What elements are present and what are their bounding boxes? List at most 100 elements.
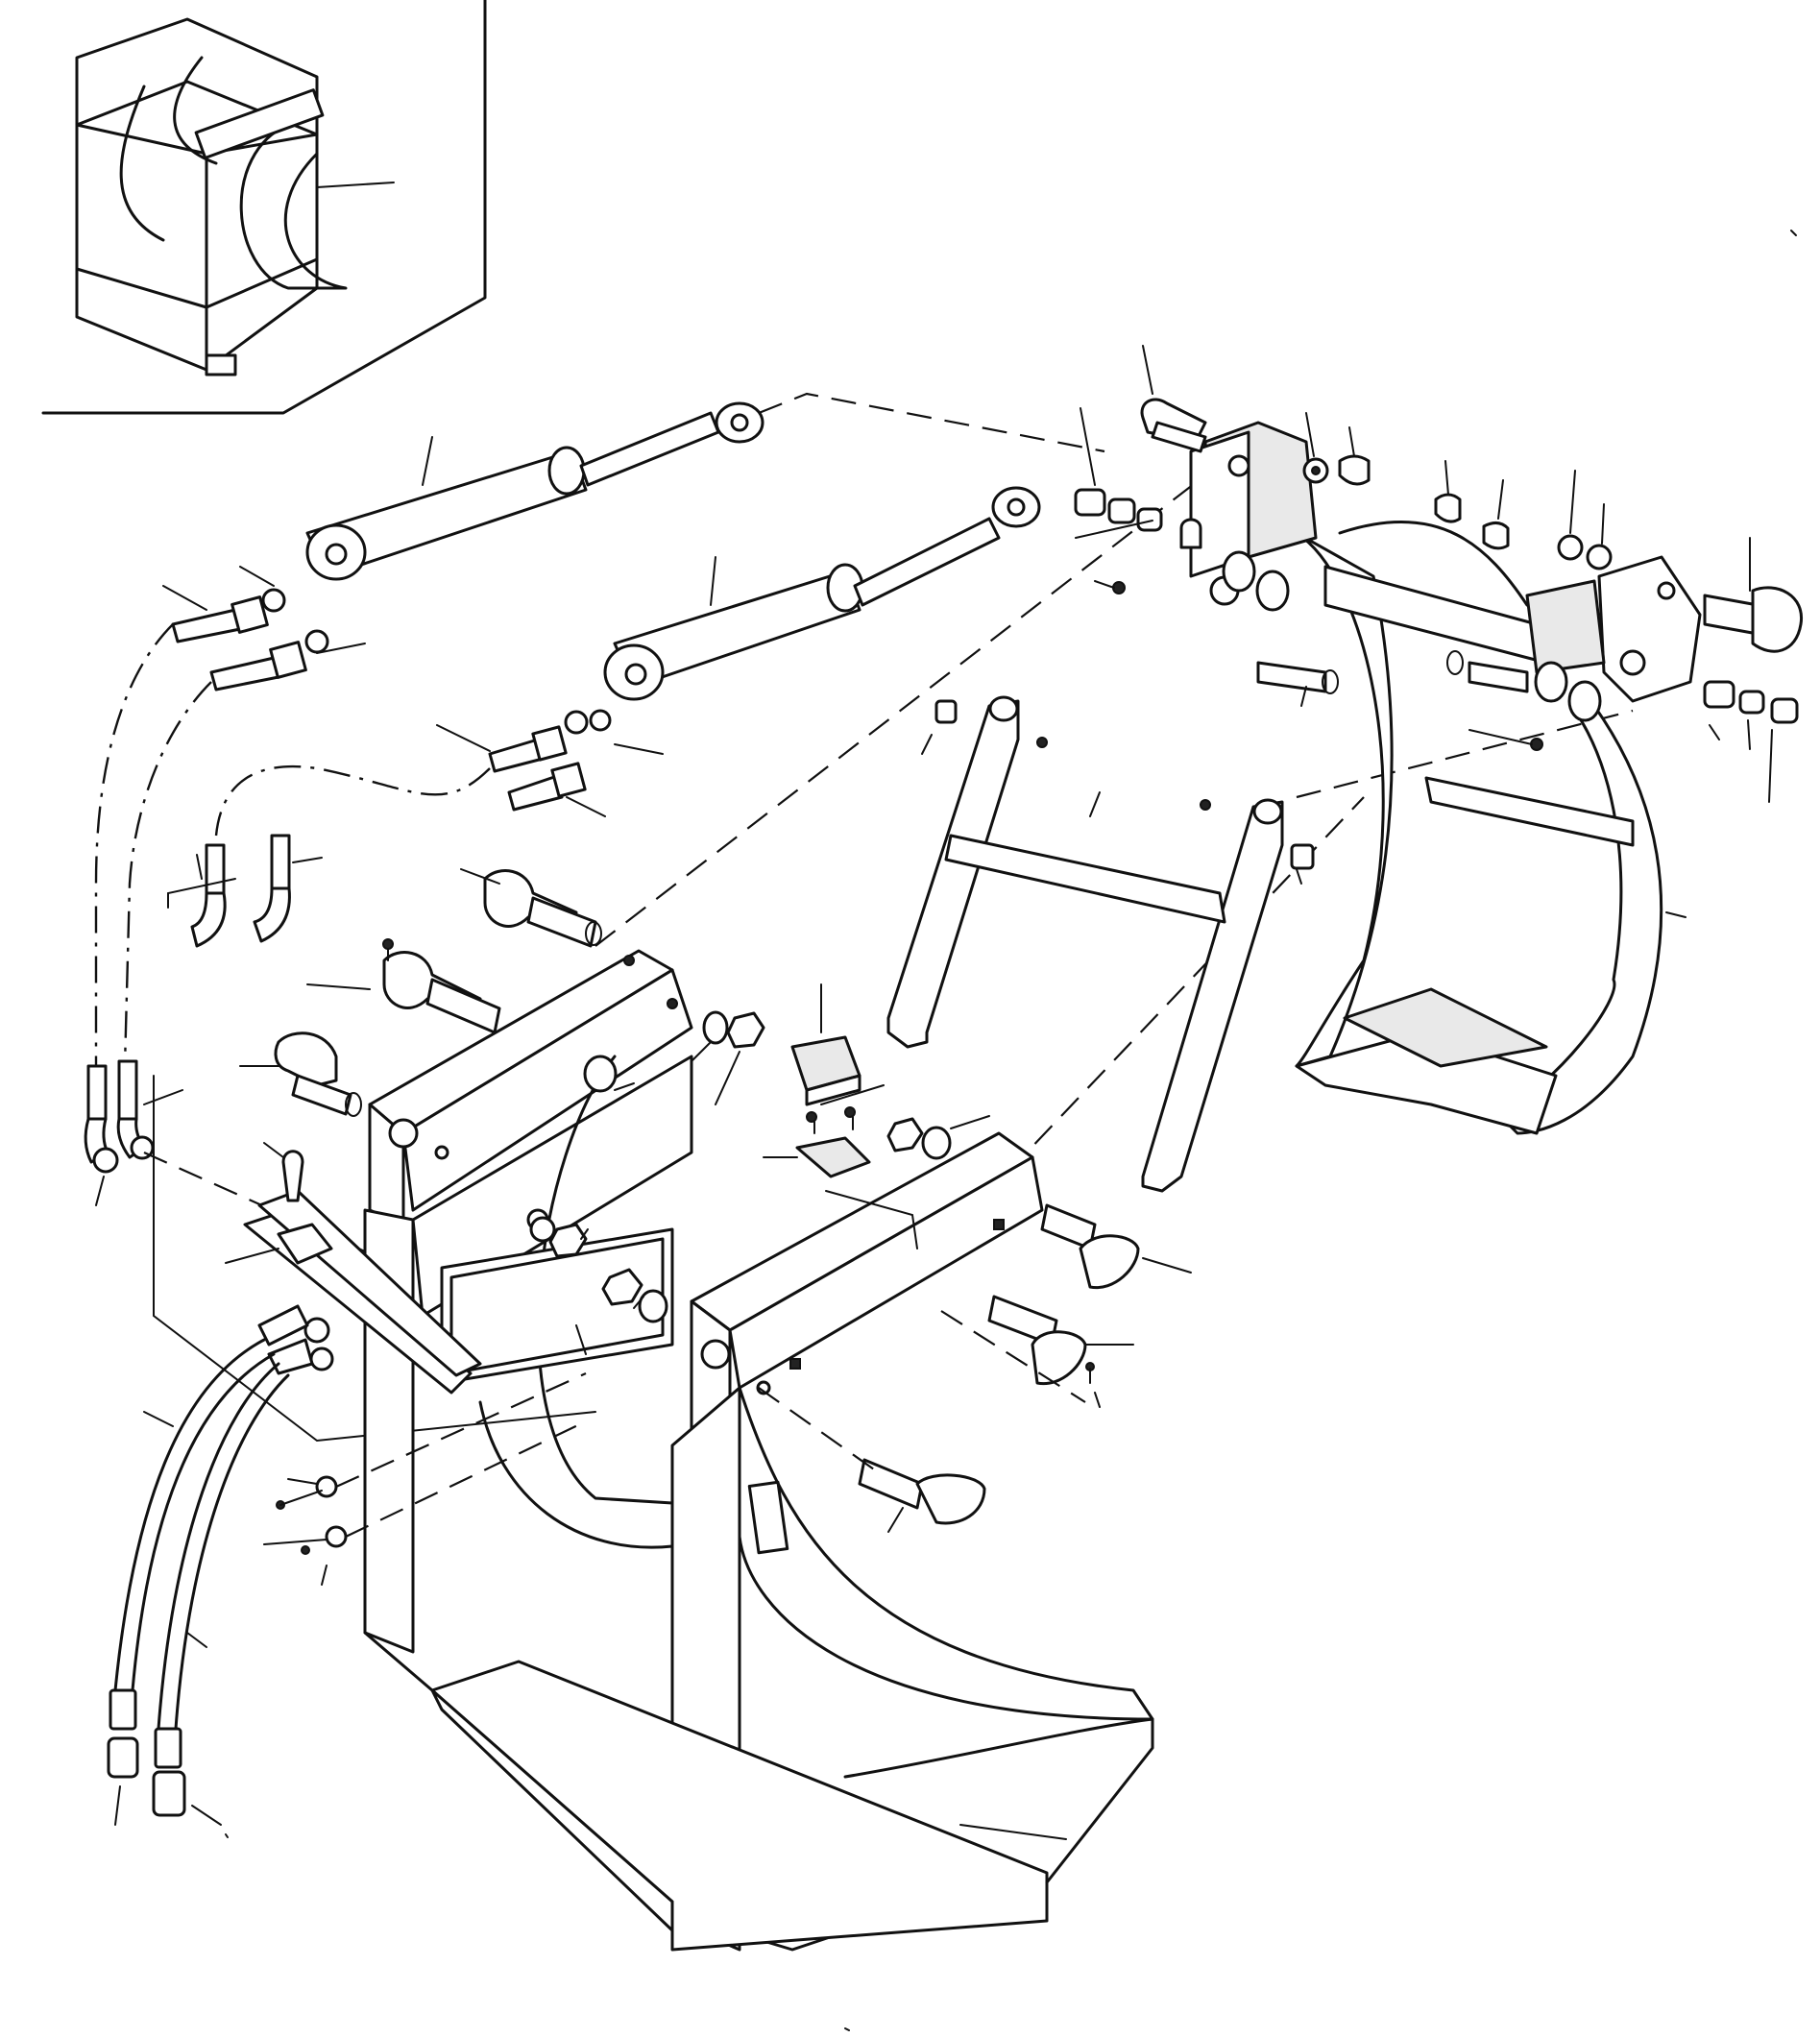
bushing xyxy=(1290,843,1315,870)
leader xyxy=(575,1324,587,1355)
frame-pin-shaft xyxy=(291,1074,352,1116)
plug xyxy=(325,1525,348,1548)
bushing xyxy=(1074,488,1106,517)
inset-leader xyxy=(316,182,395,188)
leader xyxy=(921,734,933,755)
frame-bushing xyxy=(583,1055,618,1093)
washer xyxy=(1586,544,1613,570)
hydraulic-cylinder-lower xyxy=(603,486,1041,701)
bottom-tine-edge xyxy=(430,1688,674,1932)
h-frame-crossbar xyxy=(944,834,1226,924)
plate-hole xyxy=(1657,581,1676,600)
leader xyxy=(580,1228,589,1240)
pivot-pin-head xyxy=(1751,586,1803,653)
clamp-bolt xyxy=(281,1150,304,1202)
hose-right-inner xyxy=(174,1373,290,1731)
bushing xyxy=(1136,507,1163,532)
pivot-eye xyxy=(1255,570,1290,612)
main-frame xyxy=(363,949,1154,1952)
leader xyxy=(1601,503,1605,545)
leader xyxy=(1142,345,1153,395)
leader xyxy=(1142,1257,1192,1274)
leader xyxy=(1747,719,1751,750)
fitting-washer xyxy=(589,709,612,732)
pivot-eye xyxy=(1534,661,1568,703)
screw-head xyxy=(806,1111,817,1123)
hose-bracket-outline xyxy=(153,1075,596,1443)
inset-bottom xyxy=(75,257,319,309)
bushing xyxy=(934,699,958,724)
leader xyxy=(279,1490,323,1506)
pin-end xyxy=(1322,669,1339,694)
grease-nipple xyxy=(1036,737,1048,748)
slot-window xyxy=(747,1480,789,1555)
fitting-nut xyxy=(531,725,568,762)
hose-end-fitting xyxy=(109,1688,137,1731)
leader xyxy=(321,1565,328,1586)
elbow-fittings xyxy=(84,834,323,1206)
guide-line xyxy=(335,1371,587,1489)
leader xyxy=(614,743,664,755)
leader xyxy=(1305,412,1315,457)
leader xyxy=(614,1082,635,1091)
leader xyxy=(114,1785,121,1826)
rod-eye-hole xyxy=(730,413,749,432)
inset-clamp-arm xyxy=(239,123,348,290)
bushing xyxy=(1770,697,1799,724)
inset-arm-left xyxy=(119,85,165,242)
plate-hole xyxy=(1227,454,1250,477)
bushing-flange xyxy=(1179,518,1202,549)
slide-plate xyxy=(795,1136,871,1178)
arm-inner-contour xyxy=(1295,531,1394,1068)
h-frame-bore xyxy=(988,695,1019,722)
cylinder-fittings xyxy=(162,566,664,817)
leader xyxy=(1569,470,1576,534)
hose-left-inner xyxy=(131,1352,276,1692)
leader xyxy=(1094,580,1115,589)
hose-route-mid xyxy=(123,681,212,1067)
hex-nut xyxy=(886,1117,924,1152)
leader xyxy=(196,854,203,880)
inset-frame xyxy=(75,17,319,372)
pivot-pin-shaft xyxy=(1703,594,1759,636)
fixed-arm-curve xyxy=(738,1386,1154,1721)
bolt-hole xyxy=(756,1380,771,1395)
leader xyxy=(1665,911,1687,918)
hex-nut xyxy=(726,1011,765,1049)
leader xyxy=(1444,460,1449,496)
washer xyxy=(921,1126,952,1160)
base-join xyxy=(363,1631,434,1692)
plate-hole xyxy=(1619,649,1646,676)
elbow-tube xyxy=(86,1064,108,1121)
leader xyxy=(143,1411,174,1427)
guide-line xyxy=(940,1310,1086,1403)
tine-lip xyxy=(843,1717,1154,1884)
washer xyxy=(702,1010,729,1045)
leader xyxy=(1300,686,1307,707)
leader xyxy=(162,585,207,611)
leader xyxy=(263,1142,284,1158)
leader xyxy=(887,1507,904,1533)
leader xyxy=(715,1051,740,1105)
inset-assembled-view xyxy=(41,0,487,415)
fitting-tube xyxy=(507,774,564,812)
fitting-tube xyxy=(171,608,242,643)
bushing xyxy=(1738,690,1765,715)
guide-line xyxy=(345,1420,587,1538)
washer xyxy=(529,1216,556,1243)
leader xyxy=(820,1084,885,1105)
pin-shaft xyxy=(858,1458,924,1510)
h-frame-left-leg xyxy=(886,699,1020,1049)
rear-arm-inner xyxy=(478,1400,674,1549)
pivot-block-right xyxy=(1525,579,1606,674)
rod-eye-hole xyxy=(1007,497,1026,517)
elbow-bend xyxy=(190,891,227,948)
hose-route-right xyxy=(214,764,491,837)
base-eye-hole xyxy=(325,543,348,566)
fitting-nut xyxy=(303,1317,330,1344)
stray-mark xyxy=(225,1833,229,1838)
elbow-tube xyxy=(270,834,291,890)
base-eye-hole xyxy=(624,663,647,686)
